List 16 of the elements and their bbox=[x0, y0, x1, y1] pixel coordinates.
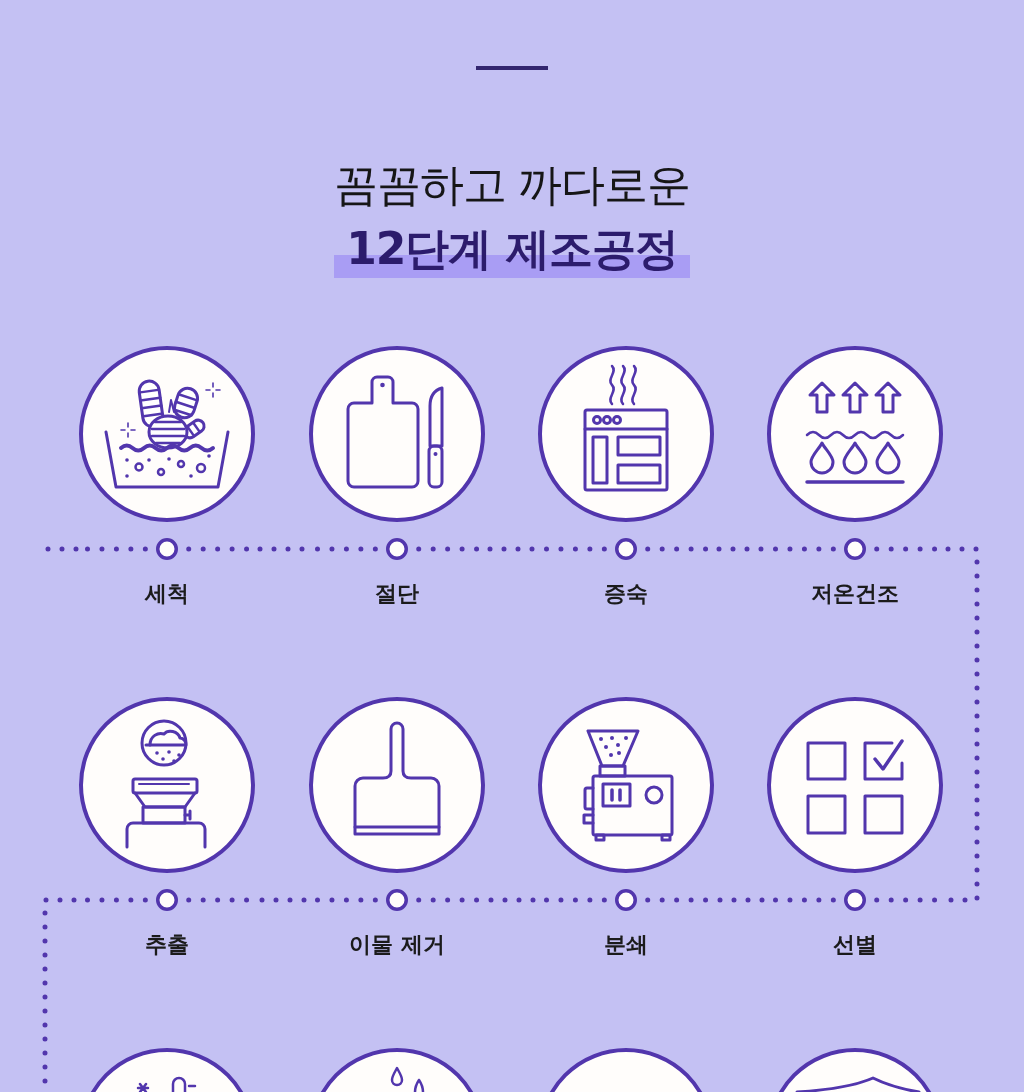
page-title: 꼼꼼하고 까다로운 12단계 제조공정 bbox=[252, 153, 772, 281]
dotted-connector bbox=[257, 897, 307, 903]
step-label: 이물 제거 bbox=[349, 932, 445, 958]
dotted-connector bbox=[945, 546, 980, 903]
step-label: 선별 bbox=[833, 932, 877, 958]
step-label: 저온건조 bbox=[811, 581, 899, 607]
dotted-connector bbox=[716, 897, 765, 903]
step-label: 세척 bbox=[145, 581, 189, 607]
step-label: 추출 bbox=[145, 932, 189, 958]
dotted-connector bbox=[487, 897, 536, 903]
step-label: 절단 bbox=[375, 581, 419, 607]
dotted-connector bbox=[487, 546, 536, 552]
dotted-connector bbox=[716, 546, 765, 552]
step-label: 분쇄 bbox=[604, 932, 648, 958]
dotted-connector bbox=[257, 546, 307, 552]
step-label: 증숙 bbox=[604, 581, 648, 607]
